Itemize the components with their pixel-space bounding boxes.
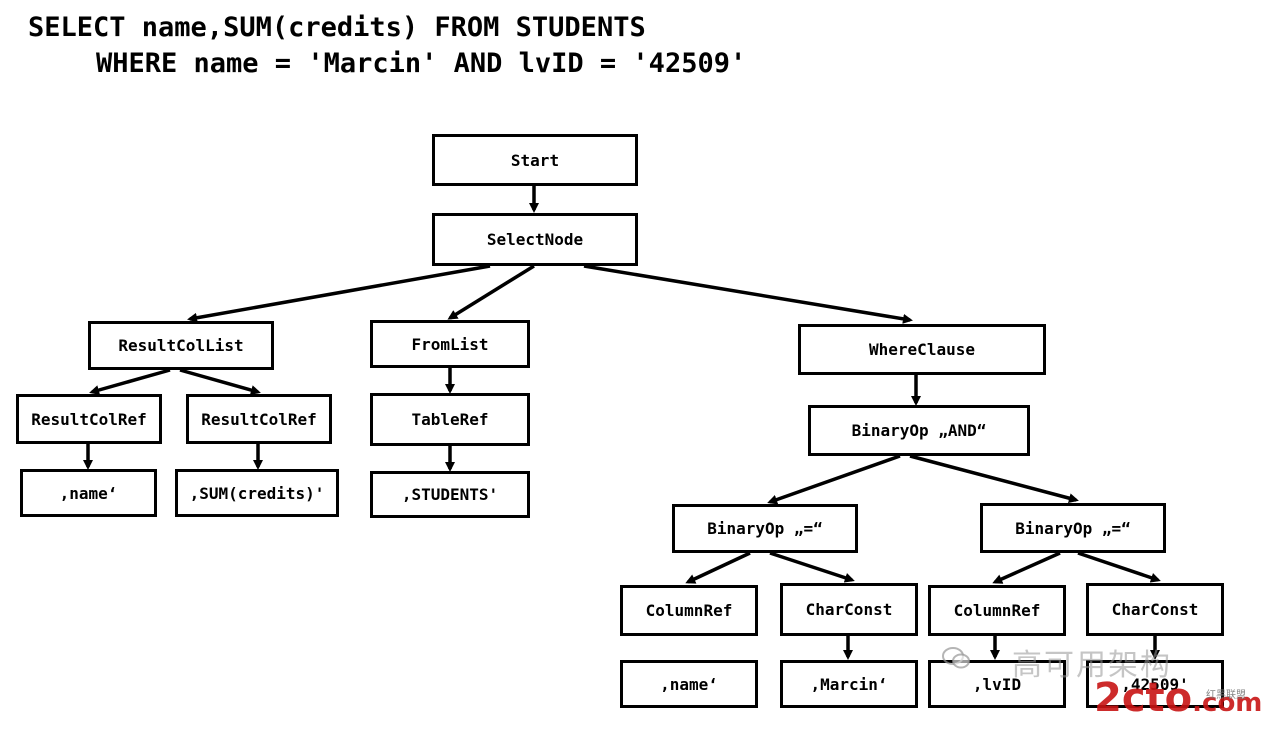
node-column-ref-1: ColumnRef [620, 585, 758, 636]
node-select-node: SelectNode [432, 213, 638, 266]
node-value-name-1: ‚name‘ [20, 469, 157, 517]
node-where-clause: WhereClause [798, 324, 1046, 375]
edge-select-whereclause [583, 264, 913, 324]
node-binary-op-and: BinaryOp „AND“ [808, 405, 1030, 456]
node-value-42509: ‚42509' [1086, 660, 1224, 708]
node-value-lvid: ‚lvID [928, 660, 1066, 708]
edge-eq1-charconst1 [769, 551, 855, 583]
edge-and-eq1 [767, 454, 901, 505]
node-value-name-2: ‚name‘ [620, 660, 758, 708]
edge-eq2-colref2 [992, 551, 1061, 584]
node-result-col-ref-1: ResultColRef [16, 394, 162, 444]
sql-line-2: WHERE name = 'Marcin' AND lvID = '42509' [96, 48, 747, 79]
node-column-ref-2: ColumnRef [928, 585, 1066, 636]
edge-resultcollist-ref1 [89, 368, 171, 395]
node-start: Start [432, 134, 638, 186]
sql-query: SELECT name,SUM(credits) FROM STUDENTS W… [28, 10, 746, 82]
node-table-ref: TableRef [370, 393, 530, 446]
edge-and-eq2 [909, 454, 1079, 504]
node-binary-op-eq-1: BinaryOp „=“ [672, 504, 858, 553]
node-result-col-list: ResultColList [88, 321, 274, 370]
node-char-const-2: CharConst [1086, 583, 1224, 636]
edge-select-fromlist [447, 264, 535, 320]
node-char-const-1: CharConst [780, 583, 918, 636]
node-value-students: ‚STUDENTS' [370, 471, 530, 518]
edge-eq1-colref1 [685, 551, 751, 584]
node-value-marcin: ‚Marcin‘ [780, 660, 918, 708]
edge-select-resultcollist [187, 264, 491, 323]
node-from-list: FromList [370, 320, 530, 368]
node-value-sum-credits: ‚SUM(credits)' [175, 469, 339, 517]
node-result-col-ref-2: ResultColRef [186, 394, 332, 444]
node-binary-op-eq-2: BinaryOp „=“ [980, 503, 1166, 553]
sql-line-1: SELECT name,SUM(credits) FROM STUDENTS [28, 12, 646, 43]
edge-resultcollist-ref2 [179, 368, 261, 395]
edge-eq2-charconst2 [1077, 551, 1161, 583]
